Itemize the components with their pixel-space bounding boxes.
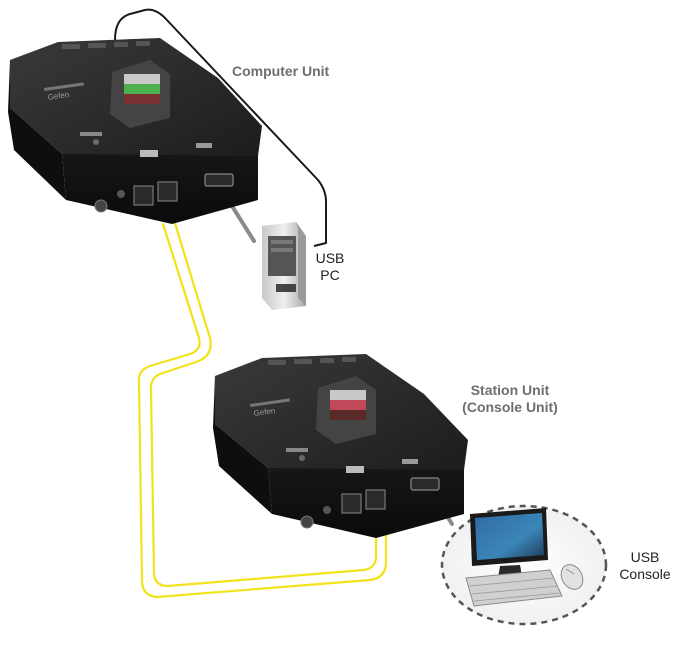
computer-unit-logo: Gefen — [47, 90, 70, 102]
computer-unit: Gefen — [8, 38, 262, 224]
station-unit-label-line2: (Console Unit) — [462, 398, 558, 415]
usb-console — [440, 504, 608, 626]
fiber-port-b — [157, 181, 178, 202]
usb-pc-label-line2: PC — [320, 266, 340, 283]
keyboard-icon — [465, 569, 563, 607]
station-unit-label-line1: Station Unit — [470, 382, 550, 398]
hdmi-port-station — [410, 477, 440, 491]
fiber-port-a — [133, 185, 154, 206]
computer-unit-label-text: Computer Unit — [232, 63, 330, 79]
station-unit-logo: Gefen — [253, 406, 276, 418]
usb-pc-label: USB PC — [308, 250, 352, 284]
usb-console-label-line1: USB — [630, 549, 660, 565]
station-unit: Gefen — [213, 354, 468, 538]
usb-pc-label-line1: USB — [315, 250, 345, 266]
power-port — [94, 199, 108, 213]
fiber-cable-outer — [137, 222, 388, 599]
usb-cable-pc — [114, 8, 327, 247]
connector-line-pc — [230, 204, 256, 243]
station-unit-label: Station Unit (Console Unit) — [452, 382, 568, 416]
fiber-port-station-b — [365, 489, 386, 510]
tower-pc — [262, 222, 306, 310]
status-window — [110, 60, 170, 128]
hdmi-port — [204, 173, 234, 187]
computer-unit-label: Computer Unit — [232, 63, 329, 80]
status-window-station — [316, 376, 376, 444]
fiber-port-station-a — [341, 493, 362, 514]
monitor-icon — [470, 508, 548, 578]
mouse-icon — [560, 564, 584, 590]
fiber-cables — [137, 218, 388, 599]
power-port-station — [300, 515, 314, 529]
fiber-cable-inner — [149, 218, 378, 588]
usb-console-label-line2: Console — [619, 565, 671, 582]
usb-console-label: USB Console — [610, 549, 680, 583]
